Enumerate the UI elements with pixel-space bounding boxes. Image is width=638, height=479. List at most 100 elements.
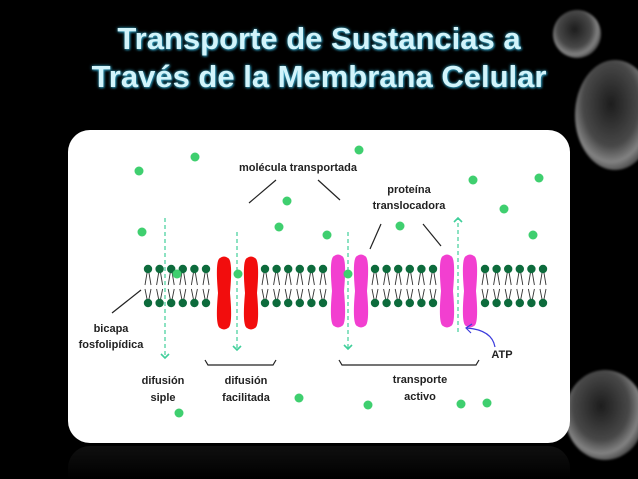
- lipid-head: [504, 298, 513, 308]
- molecule-dot: [482, 398, 492, 408]
- lipid-head: [382, 264, 391, 274]
- label-simple-diffusion-2: siple: [150, 392, 175, 404]
- atp-arrow: [466, 327, 496, 348]
- lipid-head: [307, 298, 316, 308]
- protein-subunit: [353, 254, 369, 328]
- lipid-head: [370, 264, 380, 274]
- lipid-tail: [167, 272, 175, 300]
- lipid-head: [480, 298, 490, 308]
- molecule-dot: [534, 173, 544, 183]
- lipid-head: [538, 264, 548, 274]
- lipid-head: [155, 264, 164, 274]
- membrane-proteins: [216, 254, 478, 330]
- molecule-dot: [343, 269, 353, 279]
- leader-line: [111, 289, 142, 314]
- label-molecule: molécula transportada: [239, 162, 358, 174]
- molecule-dot: [233, 269, 243, 279]
- lipid-tail: [493, 272, 501, 300]
- lipid-head: [538, 298, 548, 308]
- transport-arrows: [160, 216, 463, 360]
- lipid-head: [190, 298, 199, 308]
- lipid-head: [370, 298, 380, 308]
- lipid-head: [201, 264, 211, 274]
- molecule-dot: [294, 393, 304, 403]
- label-active-transport: transporte: [393, 374, 447, 386]
- arrowhead-icon: [453, 216, 463, 223]
- molecule-dot: [174, 408, 184, 418]
- lipid-tail: [202, 272, 210, 300]
- protein-subunit: [462, 254, 478, 328]
- lipid-tail: [261, 272, 269, 300]
- label-active-transport-2: activo: [404, 391, 436, 403]
- leader-lines: [111, 179, 480, 366]
- brace-facilitated: [204, 359, 277, 366]
- lipid-tail: [394, 272, 402, 300]
- lipid-head: [405, 264, 414, 274]
- molecule-dot: [172, 269, 182, 279]
- lipid-head: [394, 264, 403, 274]
- molecule-dot: [395, 221, 405, 231]
- label-atp: ATP: [491, 349, 512, 361]
- lipid-head: [167, 298, 176, 308]
- lipid-head: [201, 298, 211, 308]
- lipid-tail: [527, 272, 535, 300]
- protein-subunit: [439, 254, 455, 328]
- lipid-head: [260, 298, 270, 308]
- leader-line: [422, 223, 442, 247]
- lipid-head: [492, 264, 501, 274]
- lipid-tail: [296, 272, 304, 300]
- lipid-head: [504, 264, 513, 274]
- lipid-tail: [539, 272, 547, 300]
- lipid-head: [284, 264, 293, 274]
- lipid-head: [318, 298, 328, 308]
- molecule-dot: [456, 399, 466, 409]
- blood-cell-decoration: [575, 60, 638, 170]
- lipid-head: [307, 264, 316, 274]
- lipid-tail: [319, 272, 327, 300]
- molecule-dot: [363, 400, 373, 410]
- lipid-head: [417, 264, 426, 274]
- molecule-dot: [137, 227, 147, 237]
- molecule-dot: [134, 166, 144, 176]
- lipid-tail: [516, 272, 524, 300]
- lipid-head: [417, 298, 426, 308]
- protein-subunit: [216, 256, 232, 330]
- label-protein-2: translocadora: [373, 200, 447, 212]
- lipid-head: [178, 264, 187, 274]
- molecule-dot: [468, 175, 478, 185]
- leader-line: [369, 223, 382, 250]
- lipid-tail: [273, 272, 281, 300]
- lipid-tail: [156, 272, 164, 300]
- slide-title: Transporte de Sustancias a Través de la …: [0, 20, 638, 96]
- atp-arrowhead: [465, 323, 473, 334]
- lipid-head: [394, 298, 403, 308]
- lipid-head: [515, 298, 524, 308]
- molecule-dot: [354, 145, 364, 155]
- lipid-tail: [481, 272, 489, 300]
- arrowhead-icon: [343, 344, 353, 351]
- panel-reflection: [68, 446, 570, 479]
- label-bilayer: bicapa: [94, 323, 130, 335]
- title-line-1: Transporte de Sustancias a: [117, 21, 521, 56]
- lipid-head: [318, 264, 328, 274]
- label-protein: proteína: [387, 184, 431, 196]
- lipid-head: [492, 298, 501, 308]
- lipid-tail: [383, 272, 391, 300]
- lipid-tail: [371, 272, 379, 300]
- lipid-tail: [406, 272, 414, 300]
- lipid-head: [480, 264, 490, 274]
- lipid-head: [284, 298, 293, 308]
- lipid-head: [143, 298, 153, 308]
- molecule-dot: [528, 230, 538, 240]
- leader-line: [248, 179, 277, 204]
- lipid-head: [382, 298, 391, 308]
- arrowhead-icon: [160, 353, 170, 360]
- lipid-head: [515, 264, 524, 274]
- lipid-head: [167, 264, 176, 274]
- molecules: [134, 145, 544, 418]
- lipid-head: [405, 298, 414, 308]
- lipid-tail: [190, 272, 198, 300]
- title-line-2: Través de la Membrana Celular: [91, 59, 547, 94]
- molecule-dot: [322, 230, 332, 240]
